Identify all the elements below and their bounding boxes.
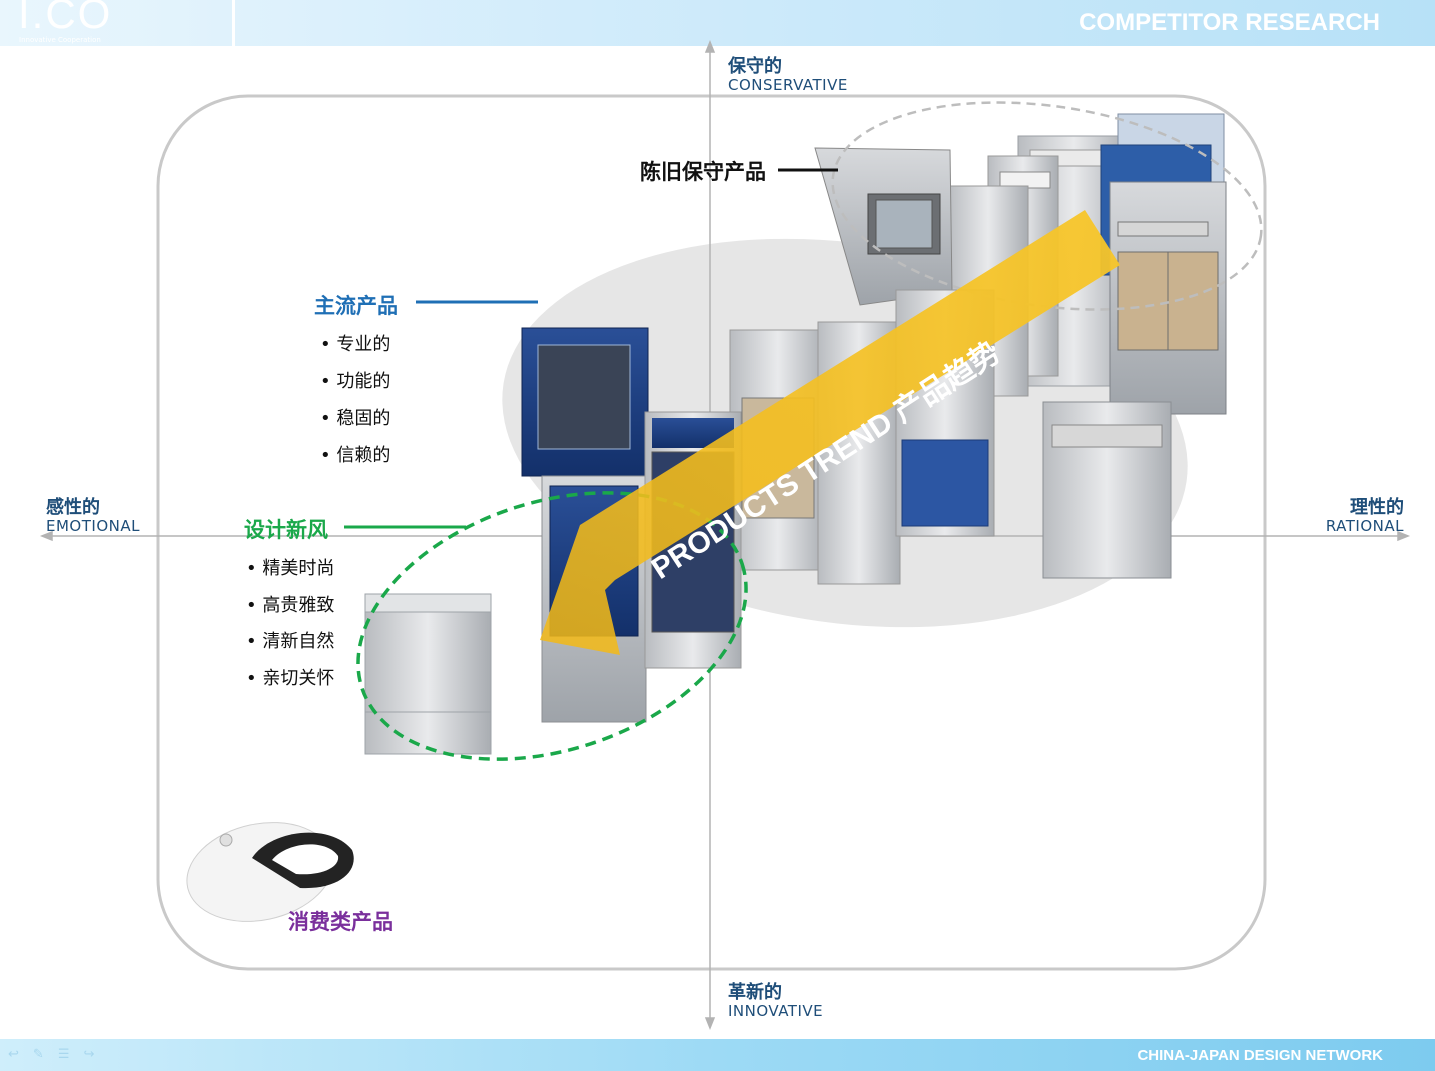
design-item: 高贵雅致	[246, 591, 334, 617]
menu-icon[interactable]: ☰	[57, 1047, 70, 1062]
header-title: COMPETITOR RESEARCH	[1079, 9, 1380, 36]
mainstream-item: 信赖的	[320, 441, 390, 467]
mainstream-item: 功能的	[320, 367, 390, 393]
logo-subtitle: Innovative Cooperation	[19, 36, 101, 44]
header-divider	[232, 0, 235, 46]
product-consumer	[186, 822, 354, 922]
axis-left-en: EMOTIONAL	[46, 517, 140, 535]
design-item: 精美时尚	[246, 554, 334, 580]
axis-left-cn: 感性的	[46, 497, 100, 518]
mainstream-item: 专业的	[320, 330, 390, 356]
axis-right-cn: 理性的	[1350, 497, 1404, 518]
design-item: 清新自然	[246, 627, 334, 653]
group-design-title: 设计新风	[244, 518, 328, 542]
group-mainstream-title: 主流产品	[314, 294, 398, 318]
footer-title: CHINA-JAPAN DESIGN NETWORK	[1137, 1047, 1383, 1064]
pen-icon[interactable]: ✎	[32, 1047, 44, 1062]
product-design-cluster	[364, 593, 492, 755]
group-consumer-title: 消费类产品	[288, 910, 393, 934]
trend-arrow	[540, 210, 1120, 655]
back-arrow-icon[interactable]: ↩	[8, 1047, 19, 1062]
design-outline	[356, 491, 748, 761]
diagram-frame	[156, 94, 1267, 971]
axis-top-en: CONSERVATIVE	[728, 76, 848, 94]
axis-top-cn: 保守的	[728, 56, 782, 77]
axis-right-en: RATIONAL	[1325, 517, 1404, 535]
slide-nav-controls: ↩ ✎ ☰ ↪	[8, 1047, 94, 1062]
forward-arrow-icon[interactable]: ↪	[83, 1047, 95, 1062]
header-bar: I.CO Innovative Cooperation COMPETITOR R…	[0, 0, 1435, 46]
footer-bar: ↩ ✎ ☰ ↪ CHINA-JAPAN DESIGN NETWORK	[0, 1039, 1435, 1071]
axis-bottom-en: INNOVATIVE	[728, 1002, 824, 1020]
axis-bottom-cn: 革新的	[728, 982, 782, 1003]
design-item: 亲切关怀	[246, 664, 334, 690]
logo: I.CO	[18, 0, 113, 37]
group-old-title: 陈旧保守产品	[640, 160, 766, 184]
mainstream-item: 稳固的	[320, 404, 390, 430]
